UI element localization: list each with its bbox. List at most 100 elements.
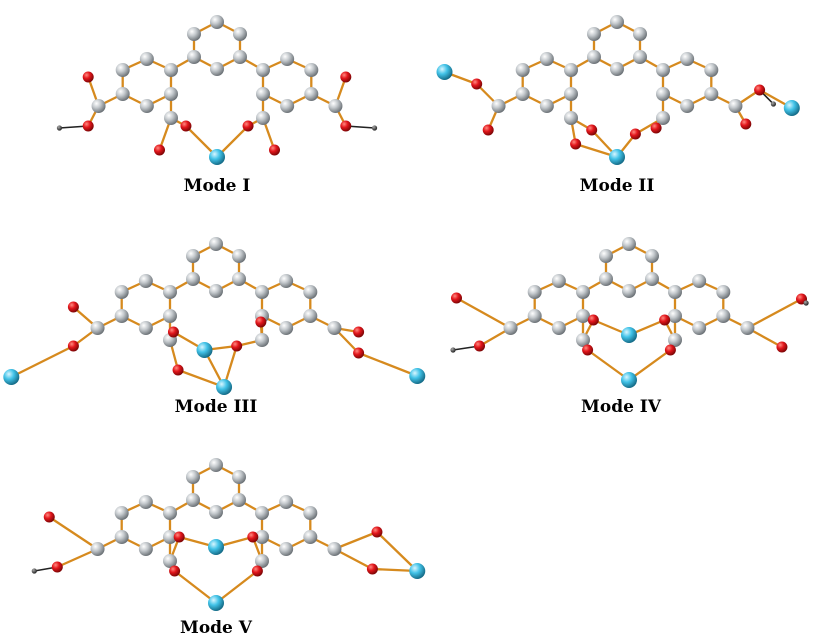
carbon-atom — [114, 309, 129, 323]
bond — [10, 344, 75, 379]
oxygen-atom — [582, 344, 594, 356]
metal-atom — [609, 149, 625, 165]
carbon-atom — [303, 285, 318, 299]
mode-i-atoms — [56, 15, 378, 165]
panel-mode-v: Mode V — [31, 458, 426, 637]
metal-atom — [209, 149, 225, 165]
carbon-atom — [527, 285, 542, 299]
metal-atom — [3, 369, 20, 385]
carbon-atom — [163, 506, 177, 520]
oxygen-atom — [180, 120, 192, 132]
carbon-atom — [692, 321, 707, 335]
panel-mode-iii: Mode III — [3, 237, 426, 417]
carbon-atom — [255, 333, 269, 347]
carbon-atom — [303, 309, 318, 323]
carbon-atom — [138, 321, 153, 335]
carbon-atom — [280, 52, 295, 66]
oxygen-atom — [173, 531, 185, 543]
metal-atom — [409, 563, 426, 579]
oxygen-atom — [754, 84, 766, 96]
carbon-atom — [115, 87, 130, 101]
carbon-atom — [114, 506, 129, 520]
carbon-atom — [164, 87, 178, 101]
carbon-atom — [279, 274, 294, 288]
carbon-atom — [740, 321, 755, 335]
carbon-atom — [279, 495, 294, 509]
oxygen-atom — [167, 326, 179, 338]
carbon-atom — [90, 321, 105, 335]
carbon-atom — [139, 52, 154, 66]
carbon-atom — [256, 87, 270, 101]
carbon-atom — [114, 285, 129, 299]
metal-atom — [409, 368, 426, 384]
carbon-atom — [599, 249, 613, 263]
carbon-atom — [610, 62, 624, 76]
carbon-atom — [491, 99, 506, 113]
hydrogen-atom — [803, 300, 809, 306]
carbon-atom — [716, 309, 731, 323]
mode-i-bonds — [58, 20, 376, 159]
mode-iii-label: Mode III — [175, 397, 258, 417]
carbon-atom — [209, 284, 223, 298]
carbon-atom — [692, 274, 707, 288]
mode-iv-atoms — [450, 237, 809, 388]
carbon-atom — [539, 52, 554, 66]
carbon-atom — [210, 15, 224, 29]
carbon-atom — [279, 321, 294, 335]
oxygen-atom — [353, 326, 365, 338]
carbon-atom — [656, 111, 670, 125]
carbon-atom — [90, 542, 105, 556]
carbon-atom — [656, 63, 670, 77]
carbon-atom — [680, 99, 695, 113]
carbon-atom — [187, 50, 201, 64]
mode-v-bonds — [33, 463, 419, 605]
oxygen-atom — [353, 347, 365, 359]
carbon-atom — [138, 274, 153, 288]
carbon-atom — [164, 63, 178, 77]
carbon-atom — [255, 285, 269, 299]
oxygen-atom — [664, 344, 676, 356]
carbon-atom — [255, 554, 269, 568]
oxygen-atom — [366, 563, 378, 575]
metal-atom — [621, 372, 637, 388]
carbon-atom — [209, 458, 223, 472]
oxygen-atom — [67, 301, 79, 313]
carbon-atom — [656, 87, 670, 101]
oxygen-atom — [371, 526, 383, 538]
carbon-atom — [328, 99, 343, 113]
oxygen-atom — [471, 78, 483, 90]
oxygen-atom — [570, 138, 582, 150]
bond — [357, 351, 419, 378]
carbon-atom — [232, 249, 246, 263]
carbon-atom — [256, 111, 270, 125]
carbon-atom — [138, 495, 153, 509]
metal-atom — [436, 64, 453, 80]
carbon-atom — [599, 272, 613, 286]
oxygen-atom — [242, 120, 254, 132]
carbon-atom — [233, 50, 247, 64]
oxygen-atom — [82, 120, 94, 132]
carbon-atom — [138, 542, 153, 556]
carbon-atom — [622, 284, 636, 298]
carbon-atom — [187, 27, 201, 41]
carbon-atom — [668, 285, 682, 299]
carbon-atom — [186, 493, 200, 507]
oxygen-atom — [650, 122, 662, 134]
carbon-atom — [233, 27, 247, 41]
hydrogen-atom — [31, 568, 37, 574]
carbon-atom — [576, 285, 590, 299]
carbon-atom — [163, 554, 177, 568]
mode-v-label: Mode V — [180, 618, 253, 637]
oxygen-atom — [474, 340, 485, 352]
carbon-atom — [163, 285, 177, 299]
carbon-atom — [327, 542, 342, 556]
carbon-atom — [551, 274, 566, 288]
carbon-atom — [645, 249, 659, 263]
carbon-atom — [704, 87, 719, 101]
bond — [173, 569, 218, 605]
mode-ii-atoms — [436, 15, 800, 165]
bond — [176, 368, 226, 389]
carbon-atom — [164, 111, 178, 125]
mode-ii-label: Mode II — [580, 176, 655, 196]
